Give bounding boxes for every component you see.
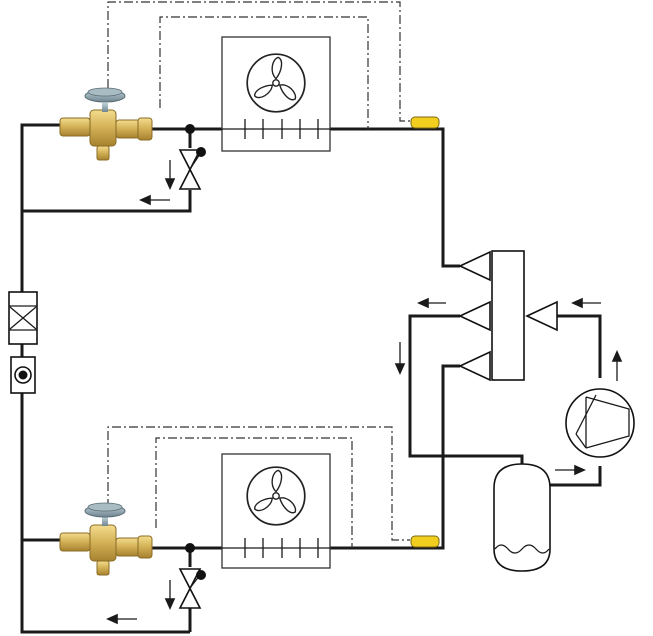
distributor-header (458, 250, 558, 382)
check-valve-4 (525, 300, 558, 332)
flow-arrows (106, 160, 623, 625)
flow-arrow-icon (417, 297, 446, 309)
check-valve-1 (458, 250, 491, 282)
sensing-lines-lower (107, 426, 410, 548)
flow-arrow-icon (164, 160, 176, 190)
filter-drier (8, 291, 38, 345)
fan-icon (246, 53, 306, 113)
check-valve-2 (458, 300, 491, 332)
flow-arrow-icon (139, 194, 170, 206)
flow-arrow-icon (555, 464, 586, 476)
flow-arrow-icon (394, 342, 406, 375)
expansion-valve-lower (59, 502, 153, 576)
compressor (565, 388, 635, 458)
expansion-valve-upper (59, 87, 153, 161)
evaporator-upper (221, 36, 331, 152)
fan-icon (246, 466, 306, 526)
flow-arrow-icon (106, 613, 137, 625)
sensing-lines-upper (107, 1, 410, 129)
solenoid-valve-lower (178, 543, 206, 609)
solenoid-valve-upper (178, 124, 206, 190)
sensing-bulb-upper (410, 116, 440, 129)
liquid-receiver (493, 463, 551, 572)
check-valve-3 (458, 350, 491, 382)
flow-arrow-icon (164, 580, 176, 610)
evaporator-lower (221, 453, 331, 569)
flow-arrow-icon (571, 297, 601, 309)
sensing-bulb-lower (410, 535, 440, 548)
sight-glass (10, 356, 36, 394)
flow-arrow-icon (611, 350, 623, 381)
